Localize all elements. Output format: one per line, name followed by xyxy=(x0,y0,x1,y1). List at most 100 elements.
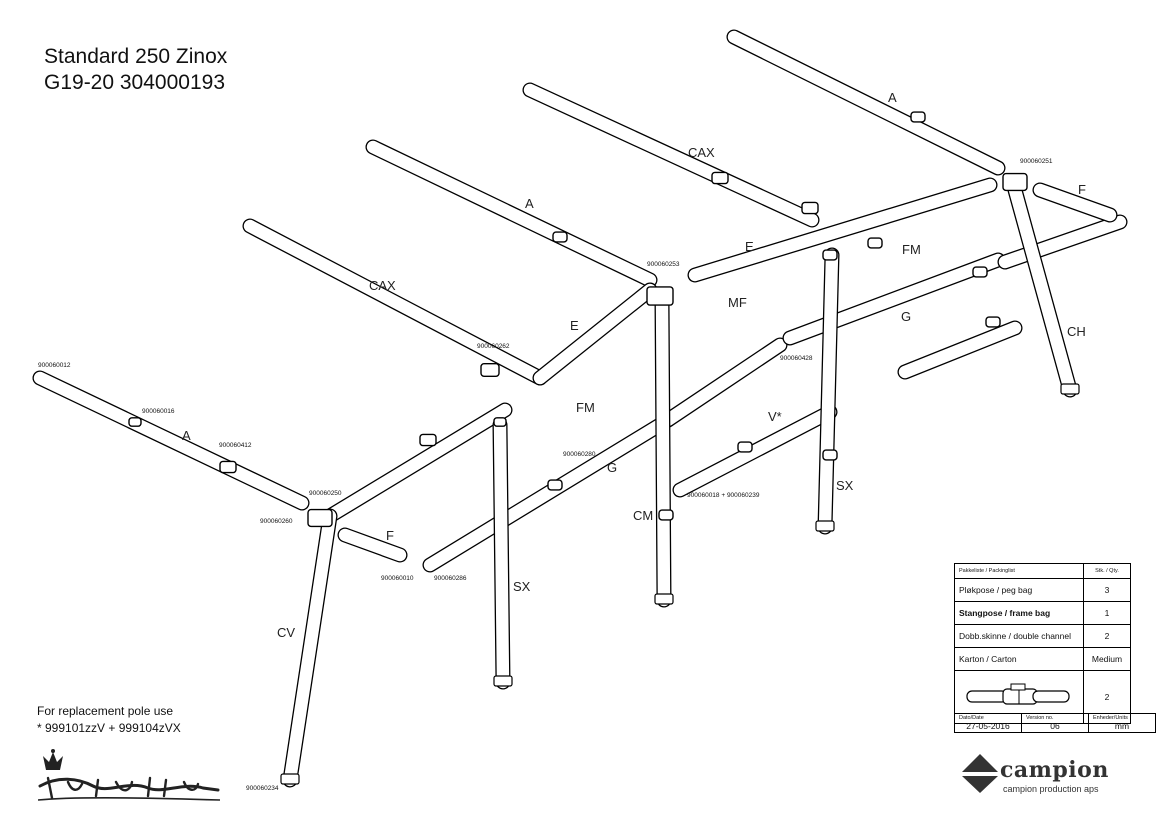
label-e-front: E xyxy=(570,318,579,333)
campion-wordmark: campion xyxy=(1000,757,1109,783)
packing-header: Pakkeliste / Packinglist xyxy=(954,563,1084,579)
pole-clamp xyxy=(480,363,500,378)
part-number: 900060262 xyxy=(477,343,510,350)
part-number: 900060018 + 900060239 xyxy=(687,492,760,499)
label-mf: MF xyxy=(728,295,747,310)
packing-item-name: Karton / Carton xyxy=(954,647,1084,671)
frame-pole xyxy=(33,371,309,510)
meta-unit-value: mm xyxy=(1114,721,1130,731)
pole-clamp xyxy=(307,508,333,528)
pole-foot xyxy=(280,773,300,785)
replacement-line-2: * 999101zzV + 999104zVX xyxy=(37,721,181,735)
frame-pole xyxy=(688,178,997,282)
frame-pole xyxy=(493,418,510,689)
packing-item-name: Stangpose / frame bag xyxy=(954,601,1084,625)
meta-unit-label: Enheder/Units xyxy=(1093,715,1128,721)
label-sx-front: SX xyxy=(513,579,531,594)
frame-pole xyxy=(818,248,839,534)
label-f-front: F xyxy=(386,528,394,543)
packing-item-qty: 1 xyxy=(1083,601,1131,625)
pole-clamp xyxy=(419,433,437,447)
label-sx-rear: SX xyxy=(836,478,854,493)
label-cm: CM xyxy=(633,508,653,523)
title-line-1: Standard 250 Zinox xyxy=(44,45,228,68)
frame-pole xyxy=(661,338,787,427)
title-line-2: G19-20 304000193 xyxy=(44,71,225,94)
joint-group xyxy=(128,111,1080,785)
frame-pole xyxy=(283,509,337,787)
part-number: 900060412 xyxy=(219,442,252,449)
pole-group xyxy=(32,29,1128,788)
part-number: 900060260 xyxy=(260,518,293,525)
label-a-rear: A xyxy=(888,90,897,105)
label-fm-front: FM xyxy=(576,400,595,415)
pole-foot xyxy=(654,593,674,605)
pole-foot xyxy=(493,675,513,687)
packing-item-name: Pløkpose / peg bag xyxy=(954,578,1084,602)
pole-foot xyxy=(1060,383,1080,395)
frame-pole xyxy=(366,140,657,287)
frame-pole xyxy=(783,253,1005,345)
diagram-title: Standard 250 Zinox G19-20 304000193 xyxy=(44,44,227,96)
frame-pole xyxy=(323,403,512,523)
crown-icon xyxy=(43,752,63,770)
replacement-line-1: For replacement pole use xyxy=(37,704,174,718)
part-number: 900060010 xyxy=(381,575,414,582)
meta-version-label: Version no. xyxy=(1026,715,1054,721)
frame-pole xyxy=(998,215,1127,269)
frame-pole xyxy=(727,30,1005,175)
document-meta-table: Dato/Date 27-05-2016 Version no. 06 Enhe… xyxy=(954,713,1156,733)
campion-logo-icon xyxy=(962,754,998,793)
part-number: 900060428 xyxy=(780,355,813,362)
label-e-rear: E xyxy=(745,239,754,254)
packing-item-name: Dobb.skinne / double channel xyxy=(954,624,1084,648)
label-cax-rear: CAX xyxy=(688,145,715,160)
label-g-front: G xyxy=(607,460,617,475)
pole-clamp xyxy=(985,316,1001,328)
pole-clamp xyxy=(910,111,926,123)
part-number: 900060016 xyxy=(142,408,175,415)
frame-pole xyxy=(655,293,671,607)
pole-clamp xyxy=(822,449,838,461)
isabella-logo xyxy=(38,749,221,801)
part-number: 900060251 xyxy=(1020,158,1053,165)
frame-pole xyxy=(1033,183,1117,222)
pole-clamp xyxy=(646,286,674,306)
pole-clamp xyxy=(658,509,674,521)
frame-pole xyxy=(423,413,675,572)
label-a-middle: A xyxy=(525,196,534,211)
pole-clamp xyxy=(219,460,237,474)
label-v: V* xyxy=(768,409,782,424)
label-fm-rear: FM xyxy=(902,242,921,257)
part-number: 900060250 xyxy=(309,490,342,497)
pole-clamp xyxy=(711,171,729,185)
pole-clamp xyxy=(493,417,507,427)
label-ch: CH xyxy=(1067,324,1086,339)
frame-pole xyxy=(1008,183,1077,397)
pole-clamp xyxy=(128,417,142,427)
pole-clamp xyxy=(552,231,568,243)
frame-pole xyxy=(673,405,837,497)
label-cv: CV xyxy=(277,625,295,640)
pole-foot xyxy=(815,520,835,532)
pole-clamp xyxy=(867,237,883,249)
packing-item-qty: 3 xyxy=(1083,578,1131,602)
meta-version-cell: Version no. 06 xyxy=(1021,713,1089,733)
part-number: 900060286 xyxy=(434,575,467,582)
meta-version-value: 06 xyxy=(1050,721,1060,731)
packing-item-qty: 2 xyxy=(1083,624,1131,648)
part-number: 900060012 xyxy=(38,362,71,369)
frame-pole xyxy=(533,283,657,385)
packing-list-table: Pakkeliste / Packinglist Stk. / Qty. Plø… xyxy=(954,563,1131,724)
frame-pole xyxy=(243,219,547,385)
frame-pole xyxy=(338,528,407,562)
packing-item-qty: Medium xyxy=(1083,647,1131,671)
frame-pole xyxy=(523,83,819,227)
campion-subtitle: campion production aps xyxy=(1003,784,1099,794)
meta-date-cell: Dato/Date 27-05-2016 xyxy=(954,713,1022,733)
replacement-note: For replacement pole use * 999101zzV + 9… xyxy=(37,703,181,737)
packing-qty-header: Stk. / Qty. xyxy=(1083,563,1131,579)
part-number: 900060234 xyxy=(246,785,279,792)
meta-unit-cell: Enheder/Units mm xyxy=(1088,713,1156,733)
